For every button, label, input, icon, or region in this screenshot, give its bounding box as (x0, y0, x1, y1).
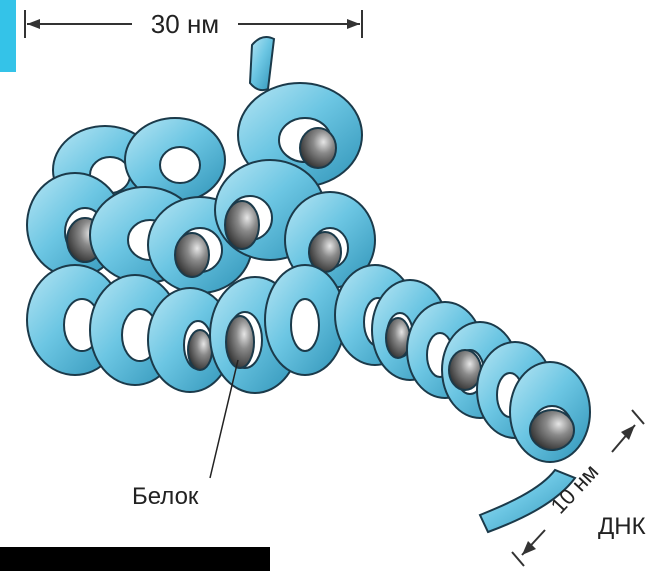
solenoid-coils (27, 37, 375, 393)
coil-hole (291, 299, 319, 351)
histone (449, 350, 481, 390)
histone (530, 410, 574, 450)
width-30nm-label: 30 нм (151, 9, 219, 39)
histone (300, 128, 336, 168)
histone (225, 201, 259, 249)
bottom-bar (0, 547, 270, 571)
dna-label: ДНК (598, 513, 646, 540)
histone (226, 316, 254, 368)
protein-label: Белок (132, 483, 199, 510)
histone (175, 233, 209, 277)
coil-top-tail (250, 37, 274, 90)
extended-fiber (335, 265, 590, 532)
histone (188, 330, 212, 370)
corner-accent (0, 0, 16, 72)
coil-hole (160, 147, 200, 183)
